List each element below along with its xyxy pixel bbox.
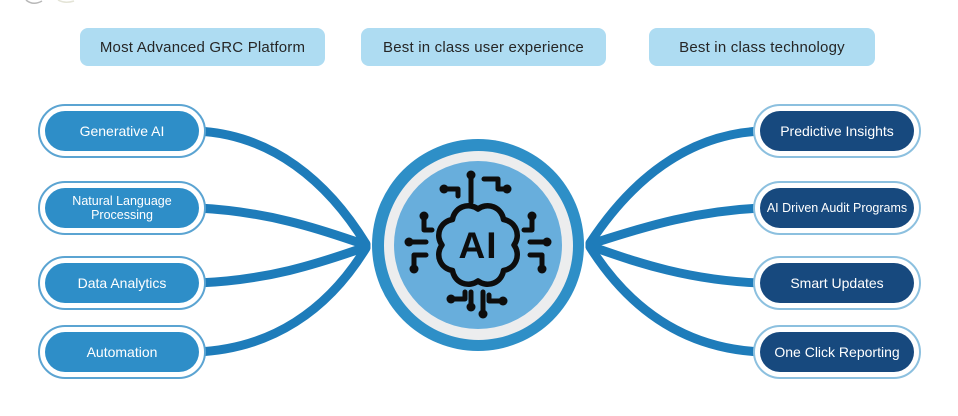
brain-outline — [436, 203, 520, 287]
pill-label: One Click Reporting — [760, 332, 914, 372]
connector-left-4 — [191, 243, 371, 357]
pill-label: Automation — [45, 332, 199, 372]
pill-label: AI Driven Audit Programs — [760, 188, 914, 228]
connector-left-3 — [193, 242, 371, 288]
pill-ai-driven-audit-programs: AI Driven Audit Programs — [753, 181, 921, 235]
ai-brain-circuit-icon: AI — [404, 170, 552, 319]
connector-left-1 — [191, 126, 371, 249]
header-label: Most Advanced GRC Platform — [99, 38, 306, 56]
connector-right-4 — [585, 242, 767, 357]
pill-data-analytics: Data Analytics — [38, 256, 206, 310]
pill-label: Natural Language Processing — [45, 188, 199, 228]
pill-predictive-insights: Predictive Insights — [753, 104, 921, 158]
center-hub-ring: AI — [383, 150, 573, 340]
header-label: Best in class user experience — [383, 38, 584, 56]
connector-left-2 — [193, 203, 371, 250]
pill-automation: Automation — [38, 325, 206, 379]
header-best-in-class-technology: Best in class technology — [649, 28, 875, 66]
pill-label: Data Analytics — [45, 263, 199, 303]
connector-right-3 — [585, 241, 765, 288]
center-hub-inner: AI — [394, 161, 562, 329]
pill-label: Smart Updates — [760, 263, 914, 303]
pill-smart-updates: Smart Updates — [753, 256, 921, 310]
header-most-advanced-grc-platform: Most Advanced GRC Platform — [80, 28, 325, 66]
pill-one-click-reporting: One Click Reporting — [753, 325, 921, 379]
pill-generative-ai: Generative AI — [38, 104, 206, 158]
header-best-in-class-user-experience: Best in class user experience — [361, 28, 606, 66]
cropped-artifact — [25, 0, 75, 4]
pill-label: Generative AI — [45, 111, 199, 151]
pill-natural-language-processing: Natural Language Processing — [38, 181, 206, 235]
center-hub-circle: AI — [372, 139, 584, 351]
ai-label: AI — [459, 225, 498, 266]
connector-right-2 — [585, 203, 765, 249]
header-label: Best in class technology — [679, 38, 845, 56]
connector-right-1 — [585, 126, 767, 248]
pill-label: Predictive Insights — [760, 111, 914, 151]
